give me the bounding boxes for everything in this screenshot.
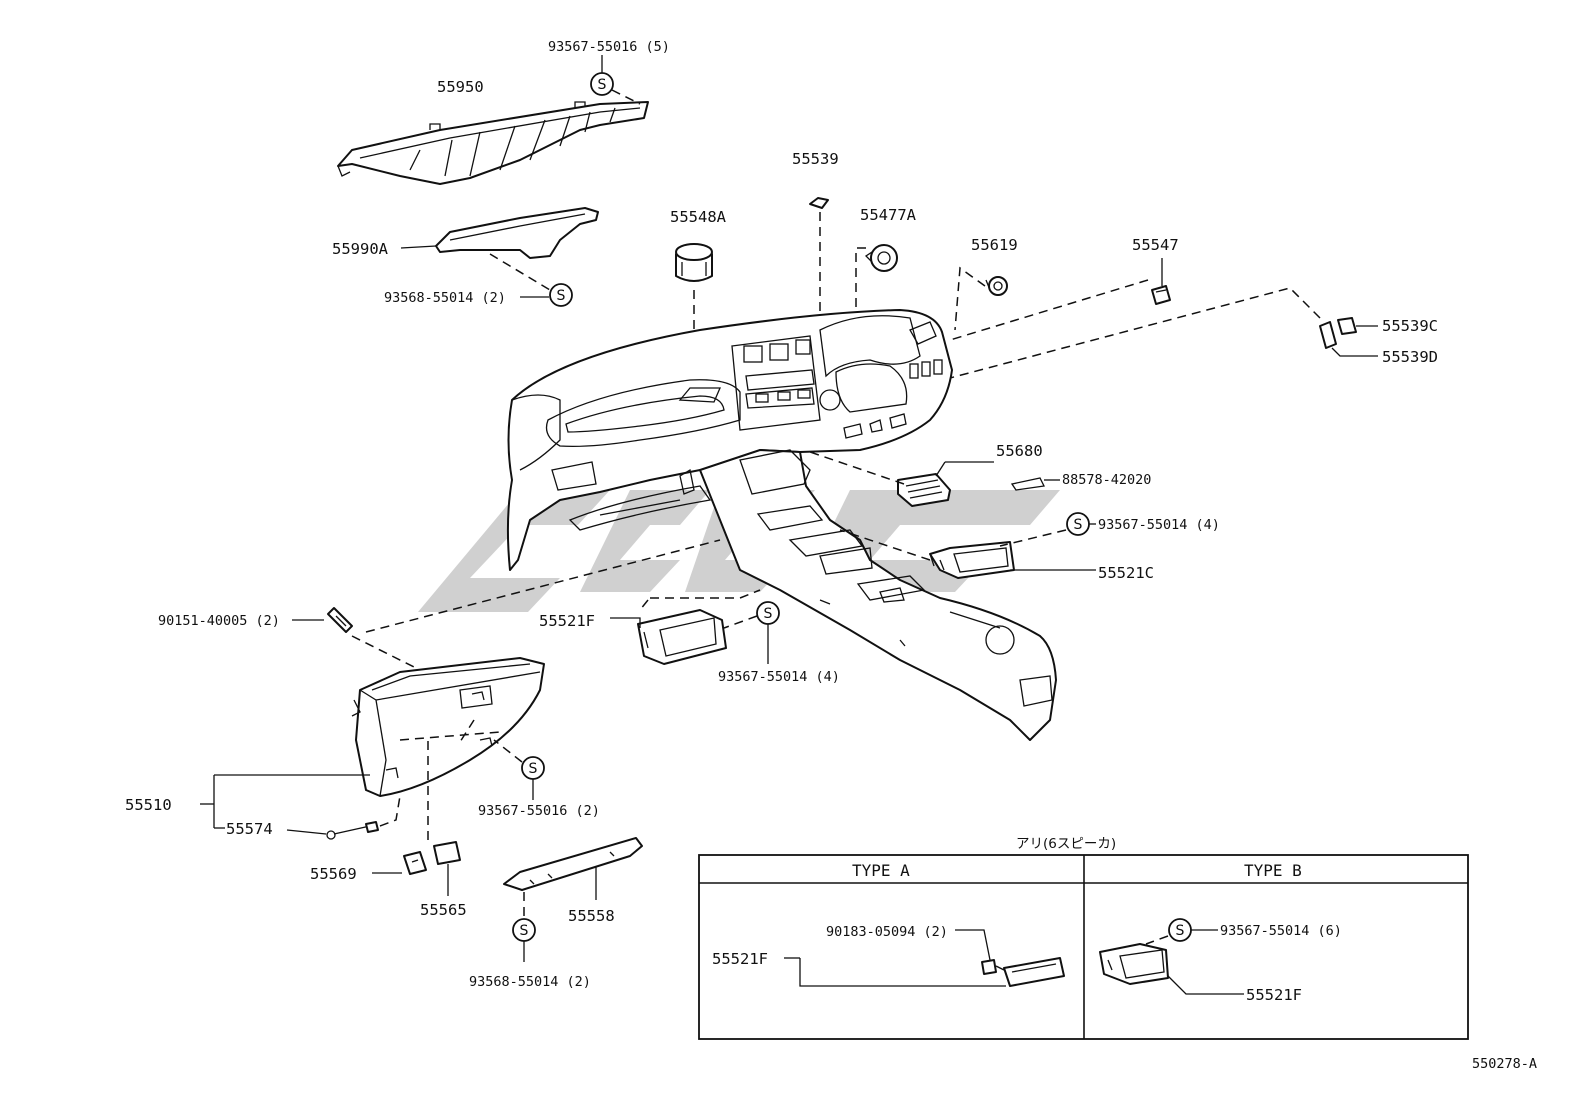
label-55539C: 55539C <box>1382 317 1438 335</box>
label-93567-55016-5: 93567-55016 (5) <box>548 39 670 55</box>
label-55950: 55950 <box>437 78 484 96</box>
label-93568-55014-2-top: 93568-55014 (2) <box>384 290 506 306</box>
svg-text:S: S <box>529 761 538 777</box>
type-b-speaker-bracket <box>1099 943 1169 985</box>
label-55680: 55680 <box>996 442 1043 460</box>
type-b-screw-symbol: S <box>1168 918 1192 942</box>
label-88578-42020: 88578-42020 <box>1062 472 1151 488</box>
label-55569: 55569 <box>310 865 357 883</box>
label-55619: 55619 <box>971 236 1018 254</box>
part-55521F-bracket <box>637 609 727 665</box>
label-55539: 55539 <box>792 150 839 168</box>
label-93568-55014-2-bottom: 93568-55014 (2) <box>469 974 591 990</box>
svg-text:S: S <box>520 923 529 939</box>
type-a-part-screw: 90183-05094 (2) <box>826 924 948 940</box>
part-55558-strip <box>503 837 643 891</box>
label-55990A: 55990A <box>332 240 389 258</box>
inset-speaker-options: アリ(6スピーカ) TYPE A TYPE B 55521F 90183-050… <box>698 836 1469 1040</box>
part-55569-lock <box>403 851 427 875</box>
label-55539D: 55539D <box>1382 348 1438 366</box>
part-55477A-knob <box>864 244 898 272</box>
screw-symbol-55014-4-center: S <box>756 601 780 625</box>
label-93567-55014-4-right: 93567-55014 (4) <box>1098 517 1220 533</box>
svg-text:S: S <box>1176 923 1185 939</box>
part-55950-panel <box>337 101 649 185</box>
type-a-part-main: 55521F <box>712 950 768 968</box>
label-55510: 55510 <box>125 796 172 814</box>
part-55539C-55539D-clips <box>1319 317 1357 349</box>
part-55547-switch <box>1151 285 1171 305</box>
svg-text:S: S <box>764 606 773 622</box>
type-b-part-main: 55521F <box>1246 986 1302 1004</box>
part-88578-42020-label <box>1010 477 1045 491</box>
type-b-part-screw: 93567-55014 (6) <box>1220 923 1342 939</box>
part-55565-pad <box>433 841 461 865</box>
label-55558: 55558 <box>568 907 615 925</box>
label-55547: 55547 <box>1132 236 1179 254</box>
type-b-header: TYPE B <box>1244 861 1302 880</box>
label-55521F-center: 55521F <box>539 612 595 630</box>
diagram-code: 550278-A <box>1472 1056 1537 1072</box>
screw-symbol-55016-5: S <box>590 72 614 96</box>
screw-symbol-55016-2: S <box>521 756 545 780</box>
part-55680-vent <box>897 473 951 507</box>
label-90151-40005-2: 90151-40005 (2) <box>158 613 280 629</box>
inset-caption: アリ(6スピーカ) <box>1016 836 1116 852</box>
type-a-speaker-cover <box>981 957 1065 987</box>
part-55990A-trim <box>435 207 599 259</box>
screw-symbol-55014-4-right: S <box>1066 512 1090 536</box>
svg-text:S: S <box>598 77 607 93</box>
part-90151-40005-screw <box>327 607 353 633</box>
label-55565: 55565 <box>420 901 467 919</box>
part-55510-glovebox <box>351 657 545 797</box>
label-93567-55014-4-center: 93567-55014 (4) <box>718 669 840 685</box>
label-55477A: 55477A <box>860 206 917 224</box>
part-55539-clip <box>809 197 829 209</box>
svg-text:S: S <box>557 288 566 304</box>
screw-symbol-55014-2-bottom: S <box>512 918 536 942</box>
type-a-header: TYPE A <box>852 861 910 880</box>
label-55574: 55574 <box>226 820 273 838</box>
label-93567-55016-2: 93567-55016 (2) <box>478 803 600 819</box>
part-instrument-panel <box>506 309 1057 741</box>
part-55574-rod <box>326 821 379 840</box>
svg-text:S: S <box>1074 517 1083 533</box>
label-55548A: 55548A <box>670 208 727 226</box>
screw-symbol-55014-2-top: S <box>549 283 573 307</box>
label-55521C: 55521C <box>1098 564 1154 582</box>
part-55619-button <box>985 276 1008 296</box>
part-55548A-cup <box>675 243 713 282</box>
